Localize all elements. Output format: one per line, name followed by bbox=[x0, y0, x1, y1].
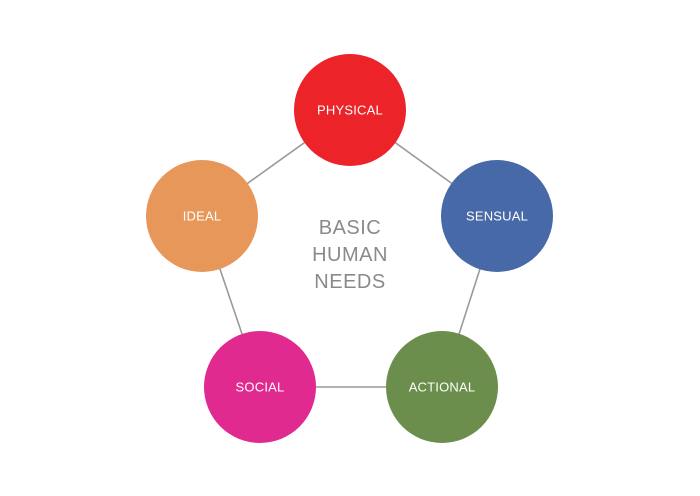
center-title: BASIC HUMAN NEEDS bbox=[312, 217, 388, 293]
node-actional-label: ACTIONAL bbox=[409, 380, 476, 395]
node-physical-circle bbox=[294, 54, 406, 166]
node-ideal-label: IDEAL bbox=[183, 209, 222, 224]
node-ideal: IDEAL bbox=[146, 160, 258, 272]
node-social-label: SOCIAL bbox=[236, 380, 285, 395]
node-social-circle bbox=[204, 331, 316, 443]
node-sensual: SENSUAL bbox=[441, 160, 553, 272]
center-title-line-1: BASIC bbox=[319, 217, 382, 239]
center-title-line-3: NEEDS bbox=[314, 271, 385, 293]
node-sensual-circle bbox=[441, 160, 553, 272]
node-ideal-circle bbox=[146, 160, 258, 272]
node-social: SOCIAL bbox=[204, 331, 316, 443]
nodes-layer: PHYSICAL SENSUAL ACTIONAL SOCIAL IDEAL bbox=[146, 54, 553, 443]
center-title-line-2: HUMAN bbox=[312, 244, 388, 266]
node-actional: ACTIONAL bbox=[386, 331, 498, 443]
node-actional-circle bbox=[386, 331, 498, 443]
node-sensual-label: SENSUAL bbox=[466, 209, 528, 224]
node-physical: PHYSICAL bbox=[294, 54, 406, 166]
node-physical-label: PHYSICAL bbox=[317, 103, 383, 118]
